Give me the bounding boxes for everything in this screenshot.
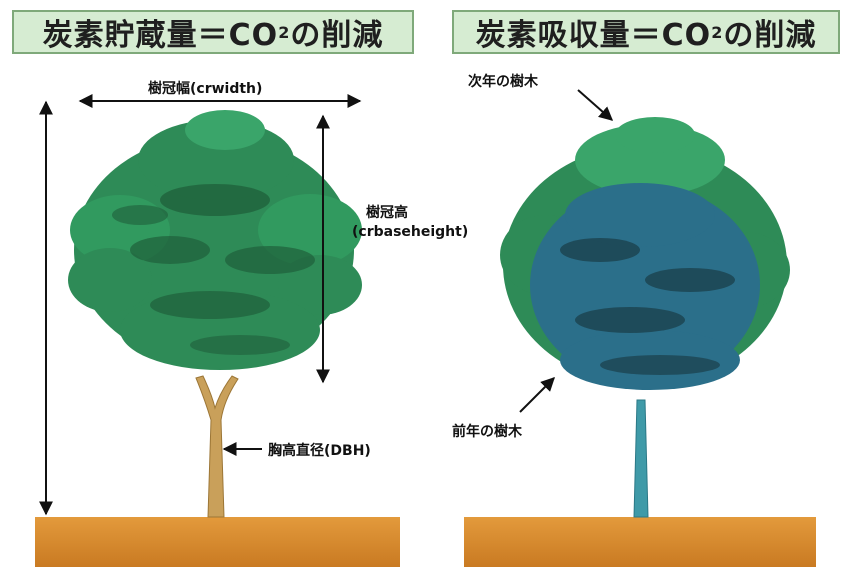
right-title-suffix: の削減 (723, 18, 817, 53)
left-title-prefix: 炭素貯蔵量＝CO (42, 18, 279, 53)
left-ground (35, 517, 400, 567)
left-tree (68, 110, 362, 518)
prev-year-arrow (519, 377, 555, 413)
right-title-prefix: 炭素吸収量＝CO (475, 18, 712, 53)
left-tree-foliage (68, 110, 362, 370)
right-tree (500, 117, 790, 518)
crown-height-label: 樹冠高 (366, 205, 408, 221)
dbh-label: 胸高直径(DBH) (268, 443, 371, 459)
right-ground (464, 517, 816, 567)
next-year-tree-label: 次年の樹木 (468, 74, 538, 90)
crown-width-label: 樹冠幅(crwidth) (148, 81, 263, 97)
right-title-subscript: 2 (711, 22, 724, 42)
previous-year-foliage (530, 183, 760, 390)
prev-year-tree-label: 前年の樹木 (452, 424, 522, 440)
crown-height-label-en: (crbaseheight) (352, 224, 469, 240)
next-year-arrow (577, 89, 614, 121)
left-title-suffix: の削減 (290, 18, 384, 53)
left-tree-trunk (195, 375, 239, 518)
right-tree-trunk (633, 399, 649, 518)
left-title-subscript: 2 (278, 22, 291, 42)
